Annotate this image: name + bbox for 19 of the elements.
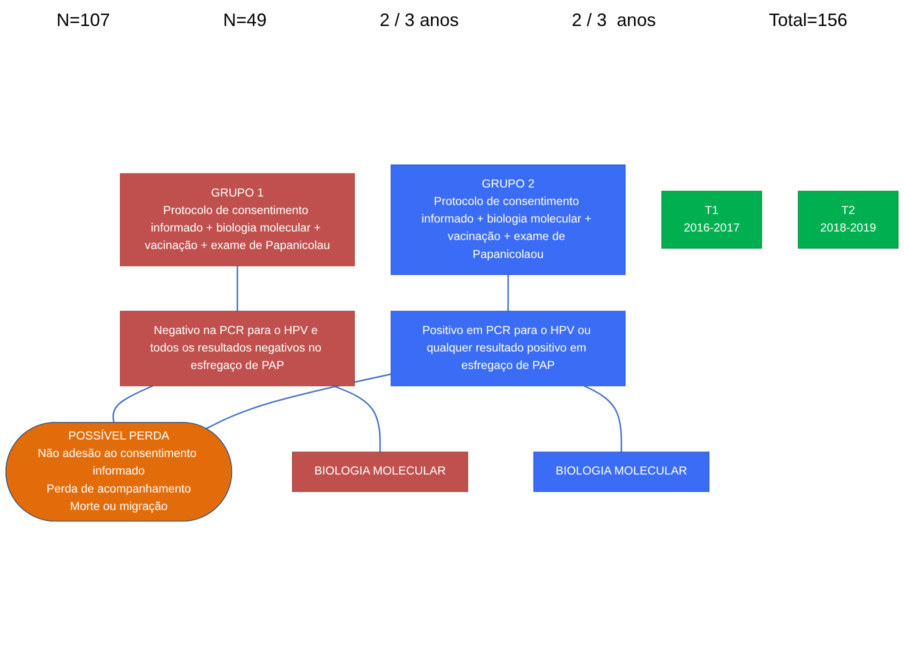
node-box: T2 2018-2019 (798, 190, 898, 249)
note-text: N=49 (223, 10, 267, 30)
note-text: N=107 (56, 10, 110, 30)
node-box: Positivo em PCR para o HPV ou qualquer resultado positivo em esfregaço de PAP (390, 310, 626, 386)
node-box: BIOLOGIA MOLECULAR (533, 452, 710, 492)
connector (332, 385, 381, 452)
note-text: 2 / 3 anos (380, 10, 459, 30)
connector (507, 274, 509, 312)
node-box: GRUPO 1 Protocolo de consentimento informado + biologia molecular + vacinação + exame de Papanicolau (120, 173, 355, 266)
note-text: Total=156 (768, 10, 848, 30)
connector (584, 385, 622, 452)
connector (236, 266, 238, 312)
connector (206, 373, 392, 430)
note-text: 2 / 3 anos (572, 10, 656, 30)
node-box: T1 2016-2017 (661, 190, 762, 249)
connector (112, 385, 154, 423)
node-box: Negativo na PCR para o HPV e todos os resultados negativos no esfregaço de PAP (120, 310, 355, 386)
node-box: GRUPO 2 Protocolo de consentimento informado + biologia molecular + vacinação + exame de Papanicolaou (390, 164, 626, 275)
node-box: BIOLOGIA MOLECULAR (292, 452, 468, 492)
